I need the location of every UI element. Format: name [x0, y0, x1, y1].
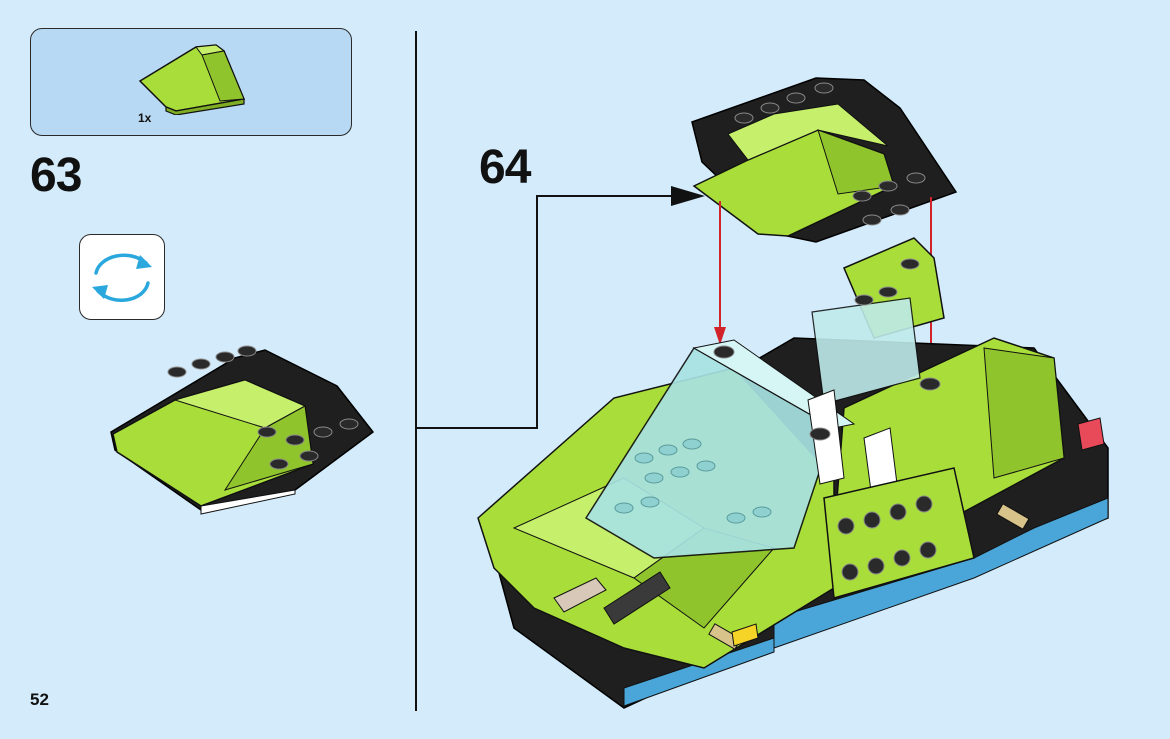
- rotate-model-icon: [92, 253, 152, 302]
- page-number: 52: [30, 690, 49, 709]
- step-number-64: 64: [479, 141, 531, 194]
- step-64-car-model-illustration: [477, 237, 1109, 709]
- step-63-submodel-illustration: [110, 345, 375, 515]
- lime-curved-slope-piece-icon: [138, 44, 246, 115]
- part-quantity: 1x: [138, 111, 152, 125]
- step-divider: [415, 31, 417, 711]
- parts-callout-box: 1x: [30, 28, 352, 136]
- step-number-63: 63: [30, 149, 82, 202]
- callout-connector-arrow: [417, 186, 705, 429]
- rotate-model-box: [79, 234, 165, 320]
- step-64-floating-piece-illustration: [691, 77, 958, 243]
